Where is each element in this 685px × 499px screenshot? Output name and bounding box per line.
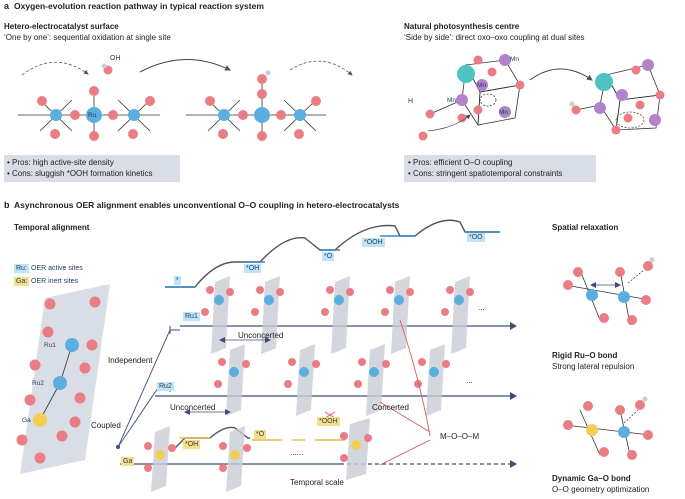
surface-subtitle: ‘One by one’: sequential oxidation at si… [4,33,171,42]
mn-cluster-1 [418,54,525,141]
surface-heading: Hetero-electrocatalyst surface [4,22,119,31]
track-ga-label: Ga [121,457,135,466]
step-ooh: *OOH [362,238,385,247]
step-oo: *OO [467,233,485,242]
lattice-ga-label: Ga [22,417,31,424]
track-ru1-label: Ru1 [183,312,200,321]
legend-ru-tag: Ru: [14,264,29,273]
step-arrow-1 [21,61,89,76]
h-label: H [408,98,414,105]
step-o: *O [322,252,335,261]
mn-label-middle: Mn [477,82,487,89]
dots-track1: ... [478,303,485,312]
lattice-ru1-label: Ru1 [44,342,56,349]
surface-pros: • Pros: high active-site density [7,158,114,167]
rigid-title: Rigid Ru–O bond [552,351,618,360]
photosynthesis-subtitle: ‘Side by side’: direct oxo–oxo coupling … [404,33,585,42]
surface-pros-cons-box [4,155,180,182]
photosynthesis-pros-cons-box [404,155,596,182]
spatial-structure-2 [563,396,653,460]
spatial-structure-1 [563,257,655,326]
mn-label-left: Mn [447,97,457,104]
dynamic-text: O–O geometry optimization [552,485,650,494]
lattice-atoms [16,296,101,464]
dots-track3: ...... [290,448,304,457]
rigid-text: Strong lateral repulsion [552,362,635,371]
track-ru2-label: Ru2 [157,382,174,391]
step-arrow-4 [529,68,593,81]
surface-structure-1 [18,63,160,141]
photosynthesis-cons: • Cons: stringent spatiotemporal constra… [408,169,563,178]
panel-a-title: Oxygen-evolution reaction pathway in typ… [14,1,264,11]
mn-label-bottom: Mn [499,109,509,116]
step-ga-o: *O [254,430,267,439]
panel-b-letter: b [4,200,10,210]
independent-label: Independent [108,356,153,365]
ru-center-label: Ru [88,112,97,119]
photosynthesis-pros: • Pros: efficient O–O coupling [408,158,513,167]
unconcerted-label-2: Unconcerted [170,403,216,412]
spatial-heading: Spatial relaxation [552,223,619,232]
oh-label: OH [110,55,121,62]
mome-label: M–O–O–M [440,432,480,441]
lattice-ru2-label: Ru2 [32,380,44,387]
surface-cons: • Cons: sluggish *OOH formation kinetics [7,169,153,178]
energy-profile-top [165,219,500,288]
step-arrow-3 [289,60,353,76]
surface-structure-2 [186,70,326,141]
dynamic-title: Dynamic Ga–O bond [552,474,631,483]
legend-ru-text: OER active sites [31,265,83,272]
step-ga-ooh: *OOH [317,417,340,426]
temporal-scale-label: Temporal scale [290,478,344,487]
dots-track2: ... [466,376,473,385]
legend-ga-text: OER inert sites [31,278,79,285]
track1-structures [201,276,474,354]
track3-structures [144,418,372,492]
step-star: * [174,276,181,285]
step-oh: *OH [244,264,262,273]
panel-a-letter: a [4,1,10,11]
unconcerted-label-1: Unconcerted [238,331,284,340]
photosynthesis-heading: Natural photosynthesis centre [404,22,520,31]
step-ga-oh: *OH [183,440,201,449]
mn-cluster-2 [569,59,665,135]
coupled-label: Coupled [91,421,121,430]
step-arrow-2 [139,59,231,73]
legend-ga-tag: Ga: [14,277,30,286]
temporal-heading: Temporal alignment [14,223,90,232]
mome-connectors [379,319,431,466]
unconcerted-arrows [184,337,271,415]
concerted-label: Concerted [372,403,409,412]
panel-b-title: Asynchronous OER alignment enables uncon… [14,200,400,210]
mn-label-top: Mn [510,56,520,63]
track2-structures [214,344,450,416]
